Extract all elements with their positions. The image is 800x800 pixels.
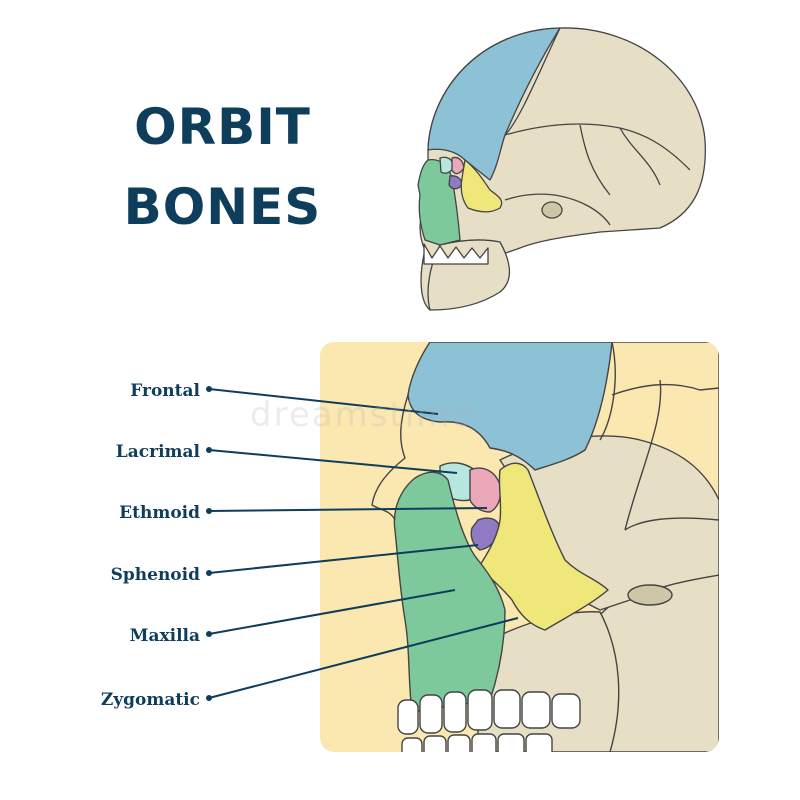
panel-nasal-edge — [371, 394, 409, 521]
panel-zygomatic-bone — [479, 462, 609, 631]
zoomed-orbit-panel — [320, 342, 719, 752]
panel-teeth — [397, 689, 581, 752]
label-ethmoid: Ethmoid — [119, 503, 488, 523]
small-skull-illustration — [417, 27, 706, 311]
label-lacrimal-text: Lacrimal — [116, 442, 201, 462]
title-line-2: BONES — [123, 178, 322, 236]
small-skull-teeth — [423, 243, 489, 265]
panel-maxilla-bone — [393, 471, 506, 713]
label-maxilla-line — [208, 589, 456, 635]
label-sphenoid-text: Sphenoid — [111, 565, 200, 585]
label-ethmoid-line — [208, 507, 488, 512]
label-maxilla-text: Maxilla — [130, 626, 200, 646]
watermark: dreamstime — [250, 395, 475, 435]
small-skull-frontal — [427, 27, 561, 181]
label-zygomatic-text: Zygomatic — [101, 690, 200, 710]
label-frontal-line — [208, 388, 439, 415]
label-lacrimal-line — [208, 449, 458, 474]
label-sphenoid: Sphenoid — [111, 544, 479, 585]
label-frontal: Frontal — [130, 381, 439, 415]
label-maxilla: Maxilla — [130, 589, 456, 646]
label-frontal-text: Frontal — [130, 381, 200, 401]
panel-ethmoid-bone — [469, 467, 502, 513]
label-sphenoid-line — [208, 544, 479, 574]
label-zygomatic: Zygomatic — [101, 617, 519, 710]
label-ethmoid-text: Ethmoid — [119, 503, 200, 523]
small-skull-zygomatic — [460, 159, 503, 213]
title-line-1: ORBIT — [134, 98, 311, 156]
label-lacrimal: Lacrimal — [116, 442, 458, 474]
label-zygomatic-line — [208, 617, 519, 699]
label-group: Frontal Lacrimal Ethmoid Sphenoid Maxill… — [101, 381, 519, 710]
